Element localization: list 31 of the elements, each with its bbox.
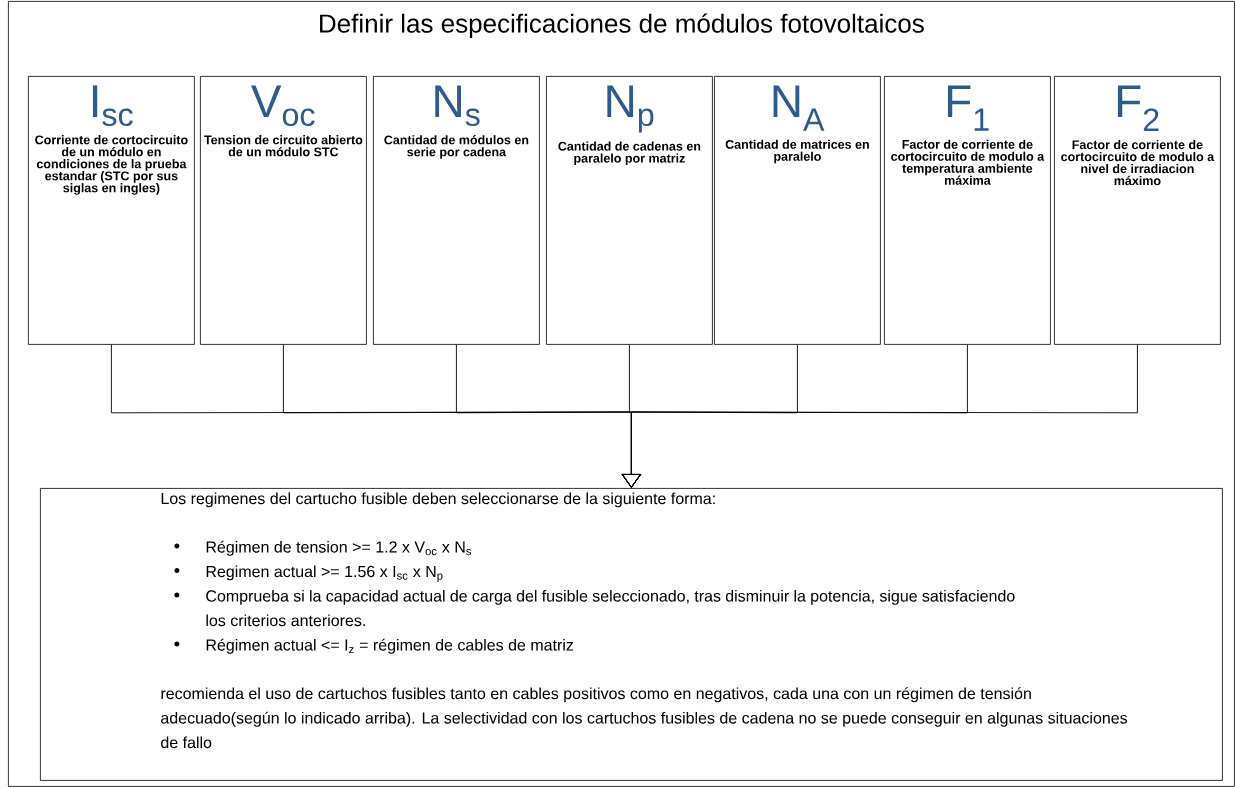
bullet-text: Régimen de tension >= 1.2 x V$_{oc}$ x N$_{s}$ xyxy=(206,540,472,556)
bullet-text: Comprueba si la capacidad actual de carga del fusible seleccionado, tras disminuir la potencia, sigue satisfaciendo los criterios anteriores. xyxy=(206,589,1015,627)
symbol: I$_{sc}$ xyxy=(92,85,133,127)
description-text: Cantidad de módulos en serie por cadena xyxy=(384,135,529,159)
symbol: N$_{A}$ xyxy=(773,85,825,131)
merge-arrow xyxy=(621,344,1138,488)
parameter-box xyxy=(373,76,540,345)
parameter-box xyxy=(200,76,367,345)
intro-text: Los regimenes del cartucho fusible deben seleccionarse de la siguiente forma: xyxy=(161,492,715,508)
description-text: Factor de corriente de cortocircuito de modulo a temperatura ambiente máxima xyxy=(891,139,1045,185)
symbol: F$_{2}$ xyxy=(1117,85,1159,131)
note-paragraph: recomienda el uso de cartuchos fusibles tanto en cables positivos como en negativos, cada una con un régimen de tensión adecuado(según lo indicado arriba). La selectividad con los cartuchos fusibles de cadena no se puede conseguir en algunas situaciones de fallo xyxy=(161,687,1128,749)
title: Definir las especificaciones de módulos fotovoltaicos xyxy=(320,13,924,38)
frame-box xyxy=(8,1,1235,787)
parameter-box xyxy=(884,76,1051,345)
description-text: Tension de circuito abierto de un módulo STC xyxy=(204,135,363,157)
symbol: N$_{p}$ xyxy=(607,85,654,133)
description-text: Corriente de cortocircuito de un módulo en condiciones de la prueba estandar (STC por sus siglas en ingles) xyxy=(35,135,188,195)
symbol: N$_{s}$ xyxy=(435,85,480,127)
symbol: V$_{oc}$ xyxy=(251,85,315,127)
bullet-text: Régimen actual <= I$_{z}$ = régimen de cables de matriz xyxy=(206,638,574,654)
text-box xyxy=(40,488,1223,781)
parameter-box xyxy=(28,76,195,345)
parameter-box xyxy=(1054,76,1221,345)
description-text: Factor de corriente de cortocircuito de modulo a nivel de irradiacion máximo xyxy=(1061,139,1215,186)
parameter-box xyxy=(714,76,881,345)
symbol: F$_{1}$ xyxy=(947,85,989,131)
bullet-text: Regimen actual >= 1.56 x I$_{sc}$ x N$_{p}$ xyxy=(206,565,443,582)
parameter-box xyxy=(546,76,713,345)
description-text: Cantidad de matrices en paralelo xyxy=(725,139,869,164)
description-text: Cantidad de cadenas en paralelo por matriz xyxy=(558,141,701,166)
